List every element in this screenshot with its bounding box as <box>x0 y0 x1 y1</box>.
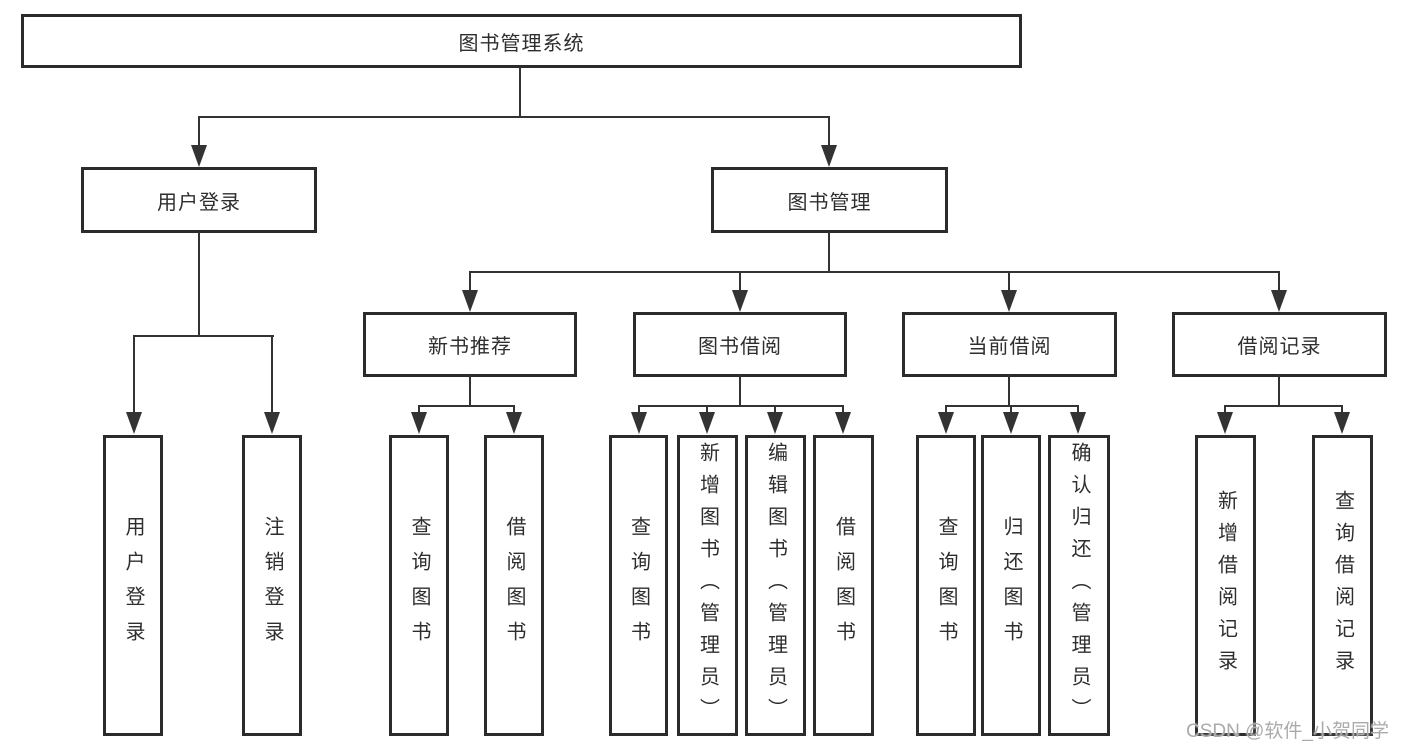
leaf-add-borrow-record: 新增借阅记录 <box>1195 435 1256 736</box>
connector-line <box>638 405 640 417</box>
leaf-borrow-books: 借阅图书 <box>813 435 874 736</box>
connector-line <box>519 67 521 118</box>
leaf-label: 归还图书 <box>1000 515 1022 656</box>
leaf-borrow-books-recommend: 借阅图书 <box>484 435 544 736</box>
leaf-user-login: 用户登录 <box>103 435 163 736</box>
connector-line <box>469 375 471 407</box>
connector-line <box>1077 405 1079 417</box>
leaf-label: 确认归还（管理员） <box>1068 441 1090 730</box>
connector-line <box>1224 405 1226 417</box>
node-label: 借阅记录 <box>1237 336 1322 358</box>
leaf-label: 查询图书 <box>627 515 650 656</box>
leaf-logout: 注销登录 <box>242 435 302 736</box>
connector-line <box>513 405 515 417</box>
arrow-down-icon <box>1070 412 1086 434</box>
connector-line <box>418 405 420 417</box>
node-library-management-system: 图书管理系统 <box>21 14 1022 68</box>
connector-line <box>706 405 708 417</box>
arrow-down-icon <box>1001 290 1017 312</box>
arrow-down-icon <box>699 412 715 434</box>
connector-line <box>1278 271 1280 295</box>
arrow-down-icon <box>1271 290 1287 312</box>
connector-line <box>1224 405 1343 407</box>
leaf-label: 用户登录 <box>122 515 144 656</box>
connector-line <box>198 116 200 148</box>
node-label: 用户登录 <box>157 191 241 214</box>
arrow-down-icon <box>506 412 522 434</box>
leaf-label: 查询图书 <box>935 515 957 656</box>
connector-line <box>638 405 844 407</box>
leaf-query-books-current: 查询图书 <box>916 435 976 736</box>
leaf-label: 借阅图书 <box>503 515 525 656</box>
connector-line <box>198 116 830 118</box>
connector-line <box>828 116 830 148</box>
node-book-management: 图书管理 <box>711 167 948 233</box>
connector-line <box>1008 271 1010 295</box>
leaf-label: 新增借阅记录 <box>1214 489 1237 682</box>
connector-line <box>774 405 776 417</box>
csdn-watermark: CSDN @软件_小贺同学 <box>1186 721 1389 742</box>
node-current-borrowing: 当前借阅 <box>902 312 1117 377</box>
arrow-down-icon <box>1003 412 1019 434</box>
connector-line <box>469 271 471 295</box>
node-label: 图书管理系统 <box>458 32 585 55</box>
connector-line <box>1341 405 1343 417</box>
node-borrowing-records: 借阅记录 <box>1172 312 1387 377</box>
arrow-down-icon <box>264 412 280 434</box>
node-label: 图书管理 <box>787 191 872 214</box>
node-label: 新书推荐 <box>428 336 512 358</box>
connector-line <box>739 271 741 295</box>
connector-line <box>1008 375 1010 407</box>
leaf-label: 注销登录 <box>261 515 283 656</box>
node-user-login: 用户登录 <box>81 167 317 233</box>
arrow-down-icon <box>767 412 783 434</box>
leaf-label: 借阅图书 <box>832 515 855 656</box>
leaf-label: 编辑图书（管理员） <box>764 441 787 730</box>
arrow-down-icon <box>1217 412 1233 434</box>
connector-line <box>133 335 274 337</box>
leaf-add-book-admin: 新增图书（管理员） <box>677 435 738 736</box>
connector-line <box>469 271 1280 273</box>
node-new-book-recommendation: 新书推荐 <box>363 312 577 377</box>
arrow-down-icon <box>411 412 427 434</box>
arrow-down-icon <box>938 412 954 434</box>
connector-line <box>945 405 1079 407</box>
arrow-down-icon <box>631 412 647 434</box>
connector-line <box>198 232 200 337</box>
connector-line <box>842 405 844 417</box>
leaf-query-books-borrow: 查询图书 <box>609 435 668 736</box>
arrow-down-icon <box>462 290 478 312</box>
connector-line <box>828 232 830 273</box>
leaf-return-books: 归还图书 <box>981 435 1041 736</box>
node-book-borrowing: 图书借阅 <box>633 312 847 377</box>
leaf-label: 新增图书（管理员） <box>696 441 719 730</box>
connector-line <box>945 405 947 417</box>
node-label: 图书借阅 <box>698 336 782 358</box>
leaf-query-books-recommend: 查询图书 <box>389 435 449 736</box>
leaf-edit-book-admin: 编辑图书（管理员） <box>745 435 806 736</box>
arrow-down-icon <box>821 145 837 167</box>
leaf-query-borrow-record: 查询借阅记录 <box>1312 435 1373 736</box>
connector-line <box>739 375 741 407</box>
connector-line <box>271 335 273 417</box>
leaf-label: 查询借阅记录 <box>1331 489 1354 682</box>
leaf-confirm-return-admin: 确认归还（管理员） <box>1048 435 1110 736</box>
arrow-down-icon <box>191 145 207 167</box>
connector-line <box>418 405 515 407</box>
connector-line <box>1278 375 1280 407</box>
leaf-label: 查询图书 <box>408 515 430 656</box>
connector-line <box>1010 405 1012 417</box>
arrow-down-icon <box>732 290 748 312</box>
arrow-down-icon <box>1334 412 1350 434</box>
arrow-down-icon <box>126 412 142 434</box>
node-label: 当前借阅 <box>967 336 1052 358</box>
connector-line <box>133 335 135 417</box>
arrow-down-icon <box>835 412 851 434</box>
